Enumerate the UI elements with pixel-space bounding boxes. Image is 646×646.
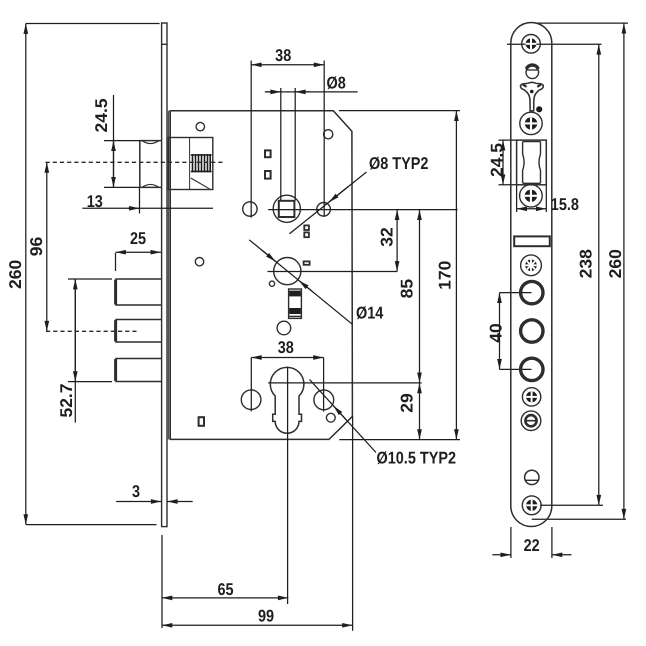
svg-text:15.8: 15.8	[551, 195, 579, 214]
svg-text:260: 260	[6, 260, 25, 289]
svg-text:Ø10.5 TYP2: Ø10.5 TYP2	[377, 449, 457, 468]
svg-text:3: 3	[132, 482, 140, 501]
svg-text:Ø8 TYP2: Ø8 TYP2	[369, 154, 428, 173]
svg-text:85: 85	[398, 279, 417, 298]
svg-text:65: 65	[217, 580, 233, 599]
svg-text:25: 25	[130, 229, 146, 248]
svg-text:29: 29	[398, 393, 417, 412]
svg-text:24.5: 24.5	[488, 143, 507, 177]
svg-text:40: 40	[487, 323, 506, 342]
svg-text:32: 32	[378, 227, 397, 246]
svg-text:170: 170	[436, 261, 455, 290]
svg-text:96: 96	[27, 237, 46, 256]
svg-text:Ø8: Ø8	[327, 73, 346, 92]
svg-text:13: 13	[87, 192, 103, 211]
svg-text:38: 38	[275, 46, 291, 65]
svg-text:260: 260	[606, 249, 625, 278]
svg-text:52.7: 52.7	[57, 383, 76, 417]
svg-text:238: 238	[577, 249, 596, 278]
svg-text:24.5: 24.5	[92, 98, 111, 132]
svg-text:38: 38	[278, 338, 294, 357]
svg-text:22: 22	[524, 536, 540, 555]
svg-text:99: 99	[258, 607, 274, 626]
svg-text:Ø14: Ø14	[356, 304, 384, 323]
